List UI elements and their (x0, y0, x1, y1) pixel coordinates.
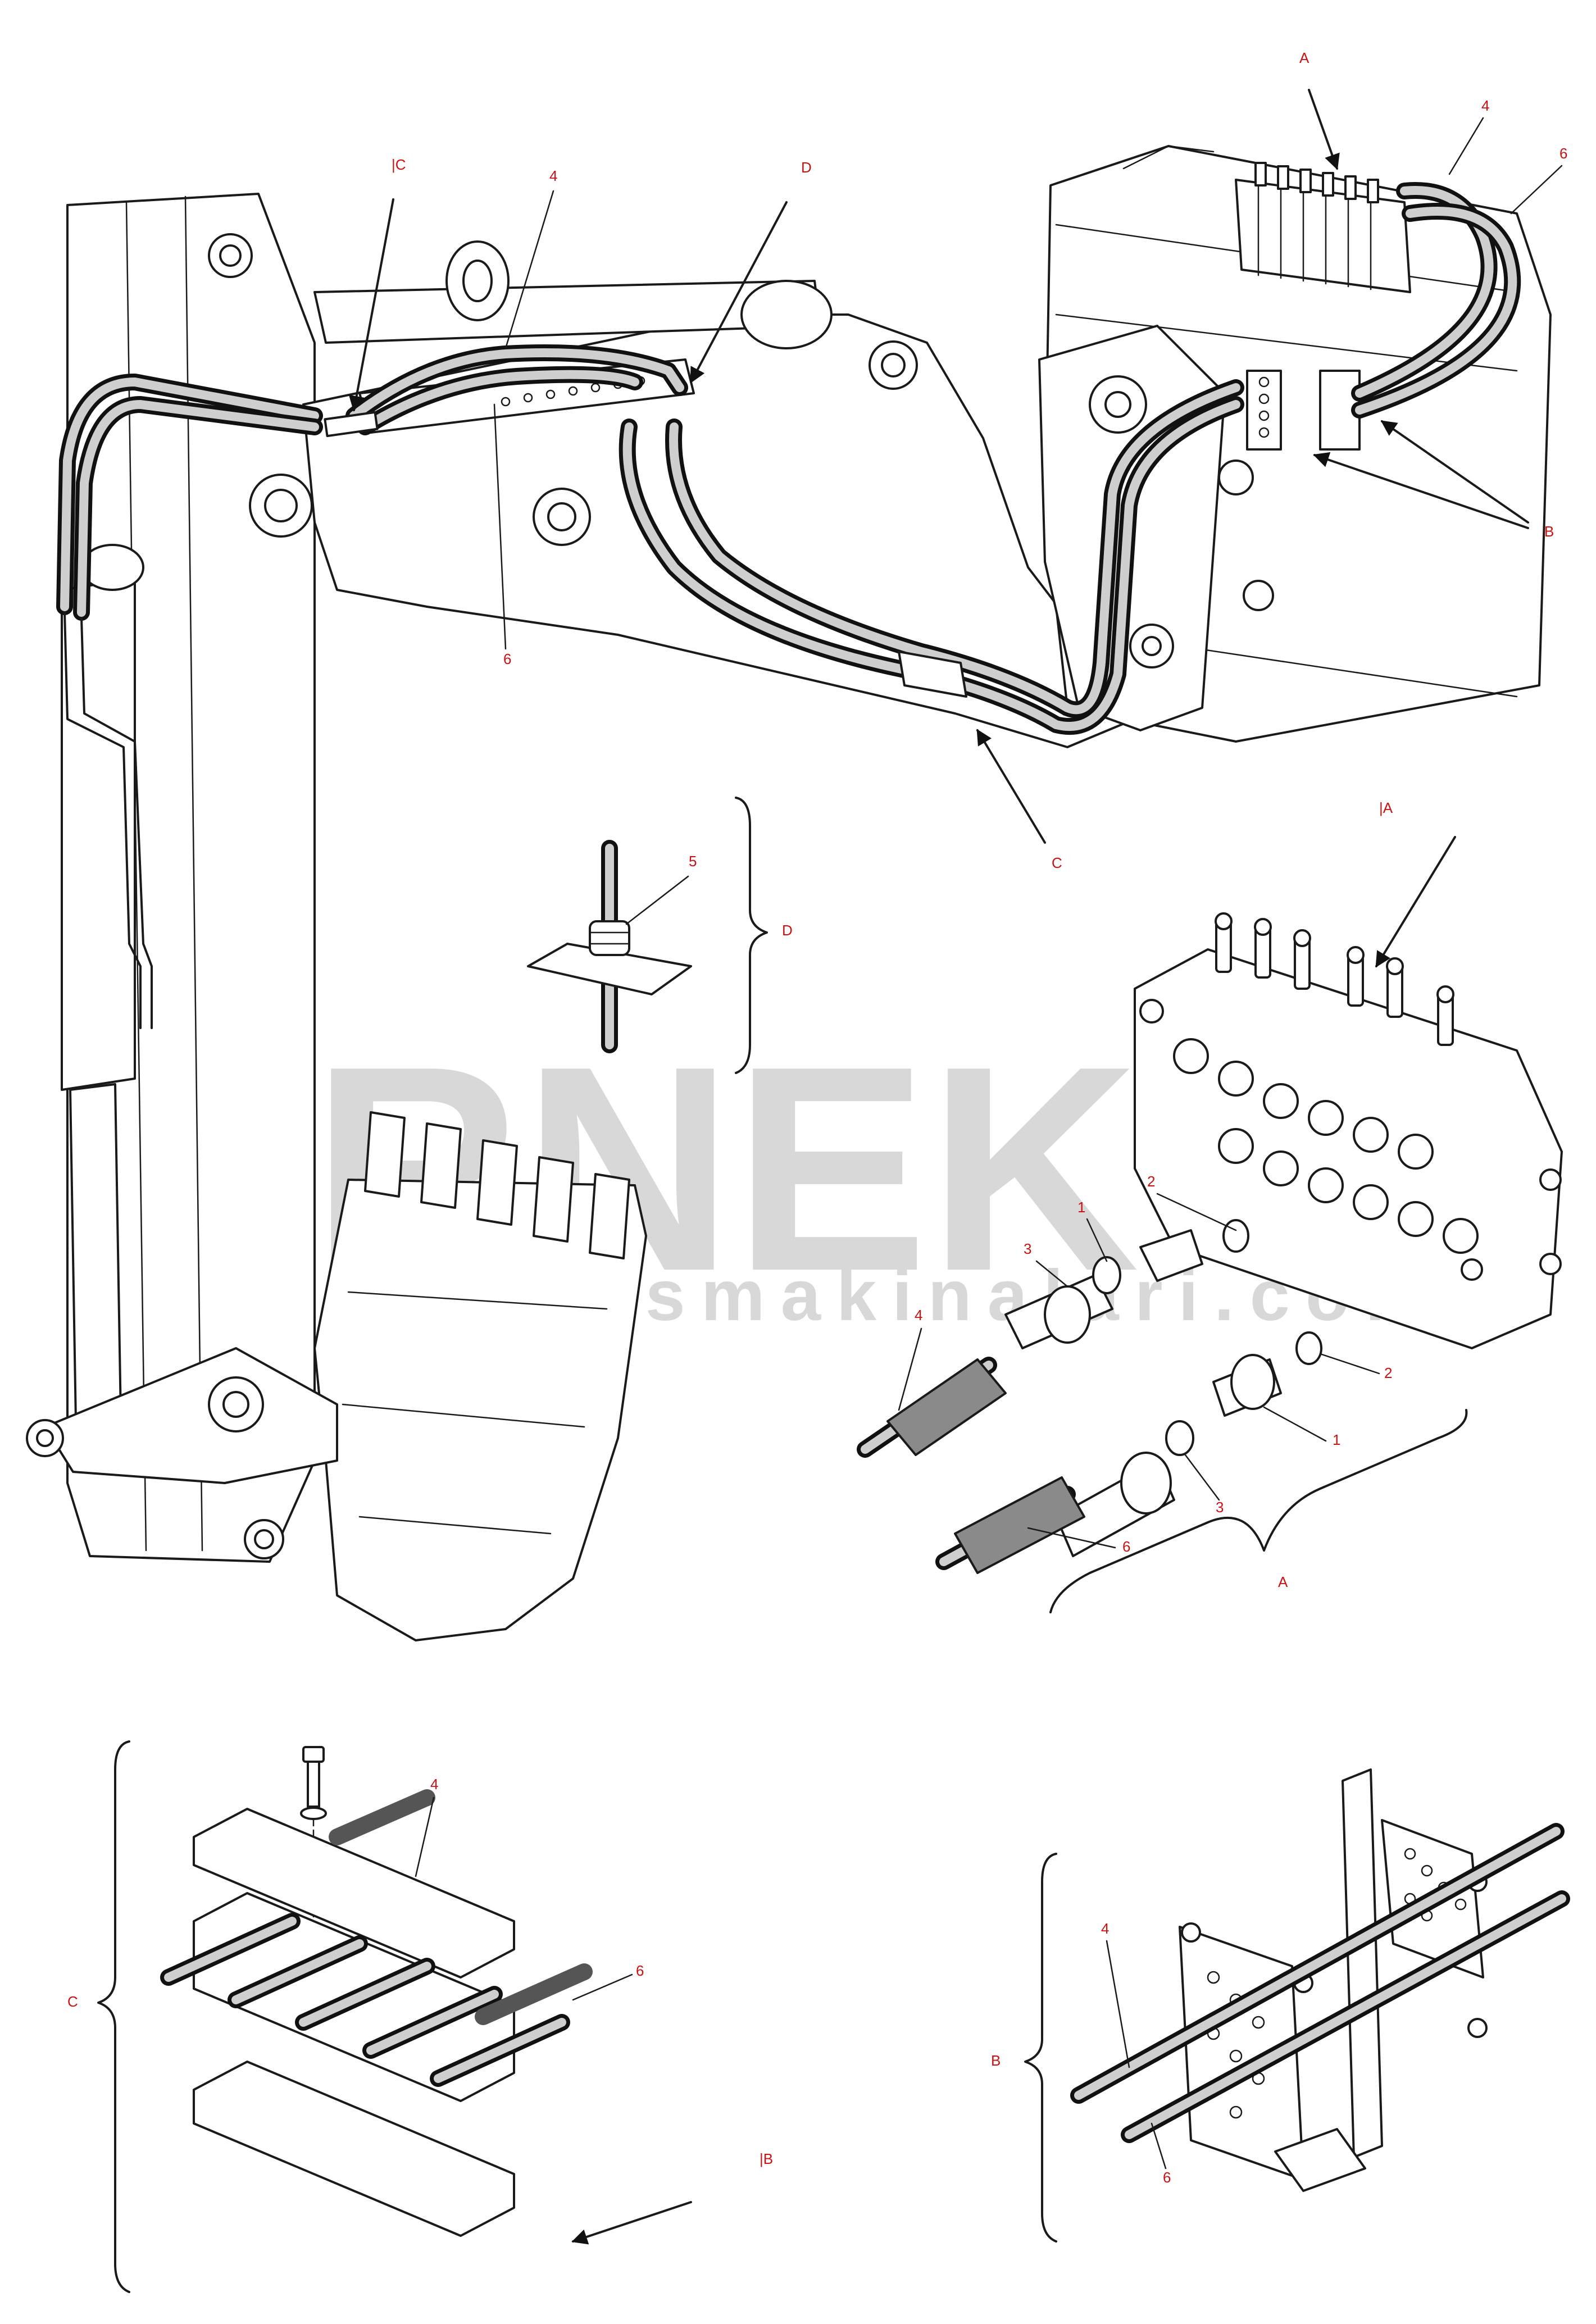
main-callouts: A 4 6 B C D |C 4 6 |A |B (348, 49, 1567, 2245)
callout-6-top-right: 6 (1559, 145, 1567, 162)
detail-a: 2 1 3 4 2 1 3 6 A (857, 912, 1563, 1613)
detail-c-bracket-label: C (67, 1993, 78, 2010)
detail-d-bracket-label: D (782, 922, 793, 939)
detail-a-item-3-lower: 3 (1216, 1499, 1224, 1516)
callout-b: B (1544, 523, 1554, 540)
detail-c-hoses (160, 1789, 593, 2087)
control-valve-top (1235, 162, 1411, 293)
callout-c-origin: |C (392, 156, 406, 173)
detail-c-bolt-head (302, 1746, 325, 1763)
detail-d: 5 D (527, 797, 793, 1074)
detail-d-grommet (589, 920, 630, 956)
detail-a-item-6: 6 (1122, 1538, 1130, 1555)
callout-c: C (1052, 854, 1062, 871)
hose-sleeve-clamp (898, 651, 967, 698)
hose-routing (56, 182, 1521, 1029)
detail-c-bottom-plate (193, 2061, 515, 2237)
detail-a-valve-ports (1173, 1038, 1479, 1254)
callout-6-boom: 6 (503, 651, 511, 667)
detail-a-item-1-upper: 1 (1077, 1199, 1085, 1216)
dipper-arm (66, 193, 316, 1563)
detail-c-top-plate (193, 1808, 515, 1979)
dipper-cylinder-rod (69, 1083, 122, 1422)
hose-clamp-stack (1246, 370, 1361, 451)
detail-c: 4 6 C (67, 1740, 644, 2293)
callout-a-origin: |A (1379, 799, 1393, 816)
detail-a-item-2-lower: 2 (1384, 1365, 1392, 1381)
callout-4-top-left: 4 (549, 167, 557, 184)
detail-a-bracket-label: A (1278, 1573, 1288, 1590)
bucket-linkage (44, 1347, 338, 1484)
steel-line-dipper (63, 611, 142, 1029)
detail-d-plate (527, 943, 692, 995)
detail-a-upper-fitting (1004, 1219, 1249, 1349)
callout-b-origin: |B (760, 2150, 773, 2167)
bucket-teeth (364, 1111, 630, 1259)
detail-b-item-4: 4 (1101, 1920, 1109, 1937)
boom-arm (302, 313, 1136, 748)
detail-b-bracket-label: B (991, 2052, 1001, 2069)
detail-b: 4 6 B (991, 1768, 1570, 2243)
callout-a: A (1299, 49, 1309, 66)
hose-fitting-dipper (324, 411, 379, 438)
detail-b-item-6: 6 (1163, 2169, 1171, 2186)
detail-b-bracket (1024, 1853, 1057, 2243)
callout-4-top-right: 4 (1481, 97, 1489, 114)
detail-d-item-5: 5 (689, 853, 697, 870)
detail-a-item-1-lower: 1 (1333, 1431, 1340, 1448)
detail-a-item-3-upper: 3 (1024, 1240, 1031, 1257)
detail-a-bracket (1049, 1409, 1468, 1613)
detail-b-rear-upright (1342, 1768, 1383, 2158)
detail-c-item-4: 4 (430, 1776, 438, 1793)
detail-a-item-4: 4 (915, 1307, 922, 1324)
dipper-cylinder (61, 577, 136, 1091)
detail-c-item-6: 6 (636, 1962, 644, 1979)
detail-a-item-2-upper: 2 (1147, 1173, 1155, 1190)
detail-c-bracket (97, 1740, 130, 2293)
detail-b-base (1274, 2128, 1366, 2192)
detail-a-lower-fitting (1055, 1331, 1322, 1557)
callout-d: D (801, 159, 812, 176)
detail-c-washer (300, 1807, 327, 1820)
detail-d-bracket (735, 797, 768, 1074)
detail-a-valve-spools (1215, 912, 1454, 1046)
